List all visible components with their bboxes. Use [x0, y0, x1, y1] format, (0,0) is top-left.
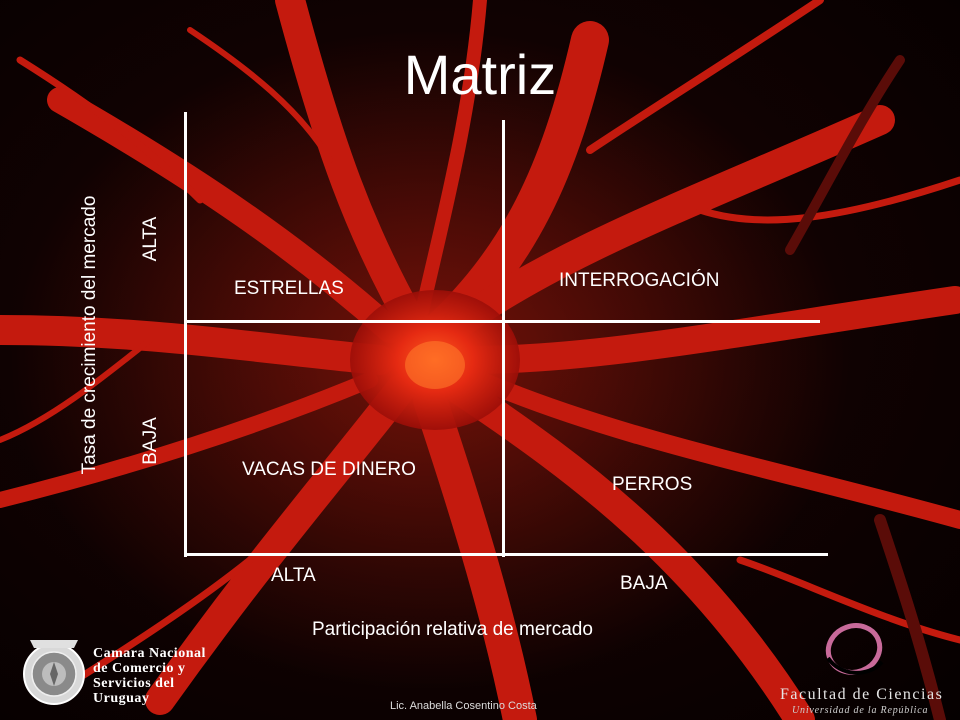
quadrant-cash-cows-label: VACAS DE DINERO [242, 459, 416, 480]
horizontal-divider [184, 320, 820, 323]
y-level-high-label: ALTA [140, 216, 161, 262]
vertical-divider [502, 120, 505, 557]
chamber-name: Camara Nacional de Comercio y Servicios … [93, 646, 206, 706]
faculty-logo [825, 623, 884, 675]
quadrant-question-label: INTERROGACIÓN [559, 270, 720, 291]
slide-title: Matriz [403, 43, 557, 106]
chamber-line: Camara Nacional [93, 646, 206, 661]
x-level-low-label: BAJA [620, 573, 668, 594]
x-axis-line [184, 553, 828, 556]
x-axis-title: Participación relativa de mercado [312, 619, 593, 640]
chamber-line: Servicios del [93, 676, 175, 691]
faculty-subtitle: Universidad de la República [792, 705, 929, 716]
faculty-name: Facultad de Ciencias [780, 686, 944, 703]
author-footer: Lic. Anabella Cosentino Costa [390, 700, 537, 712]
chamber-seal-logo [23, 640, 85, 705]
chamber-line: Uruguay [93, 691, 150, 706]
quadrant-stars-label: ESTRELLAS [234, 278, 344, 299]
quadrant-dogs-label: PERROS [612, 474, 693, 495]
chamber-line: de Comercio y [93, 661, 186, 676]
y-axis-title: Tasa de crecimiento del mercado [79, 195, 100, 475]
y-axis-line [184, 112, 187, 557]
y-level-low-label: BAJA [140, 417, 161, 465]
x-level-high-label: ALTA [271, 565, 316, 586]
